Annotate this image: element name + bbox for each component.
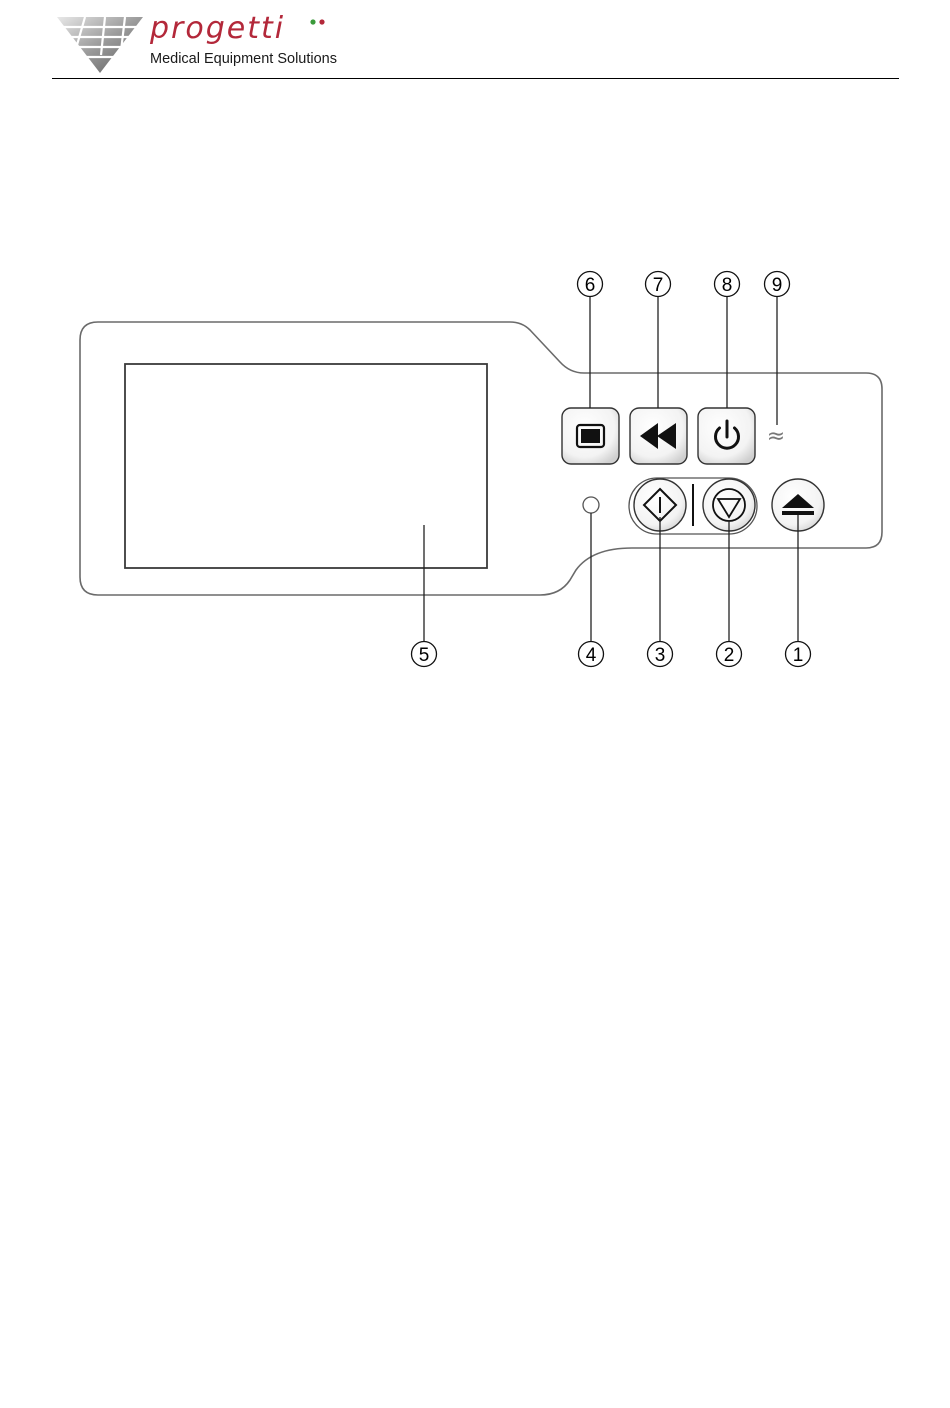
- brand-name: progetti: [150, 12, 285, 46]
- callout-label: 6: [585, 275, 596, 296]
- callout-8: 8: [715, 272, 740, 297]
- callout-label: 2: [724, 645, 735, 666]
- callout-6: 6: [578, 272, 603, 297]
- callout-label: 1: [793, 645, 804, 666]
- callout-3: 3: [648, 642, 673, 667]
- callout-5: 5: [412, 642, 437, 667]
- callout-label: 5: [419, 645, 430, 666]
- callout-label: 9: [772, 275, 783, 296]
- control-panel-diagram: ≈: [0, 260, 950, 680]
- display-screen: [125, 364, 487, 568]
- power-button[interactable]: [698, 408, 755, 464]
- display-button[interactable]: [562, 408, 619, 464]
- callout-label: 3: [655, 645, 666, 666]
- callout-2: 2: [717, 642, 742, 667]
- progetti-logo-icon: [55, 15, 145, 75]
- led-indicator: [583, 497, 599, 513]
- brand-dots-icon: [309, 18, 329, 26]
- callout-1: 1: [786, 642, 811, 667]
- callout-label: 8: [722, 275, 733, 296]
- callout-label: 4: [586, 645, 597, 666]
- brand-tagline: Medical Equipment Solutions: [150, 50, 337, 68]
- rewind-button[interactable]: [630, 408, 687, 464]
- callout-label: 7: [653, 275, 664, 296]
- header-divider: [52, 78, 899, 79]
- callout-9: 9: [765, 272, 790, 297]
- mains-symbol: ≈: [767, 424, 785, 449]
- page-header: progetti Medical Equipment Solutions: [0, 0, 950, 82]
- callout-4: 4: [579, 642, 604, 667]
- callout-7: 7: [646, 272, 671, 297]
